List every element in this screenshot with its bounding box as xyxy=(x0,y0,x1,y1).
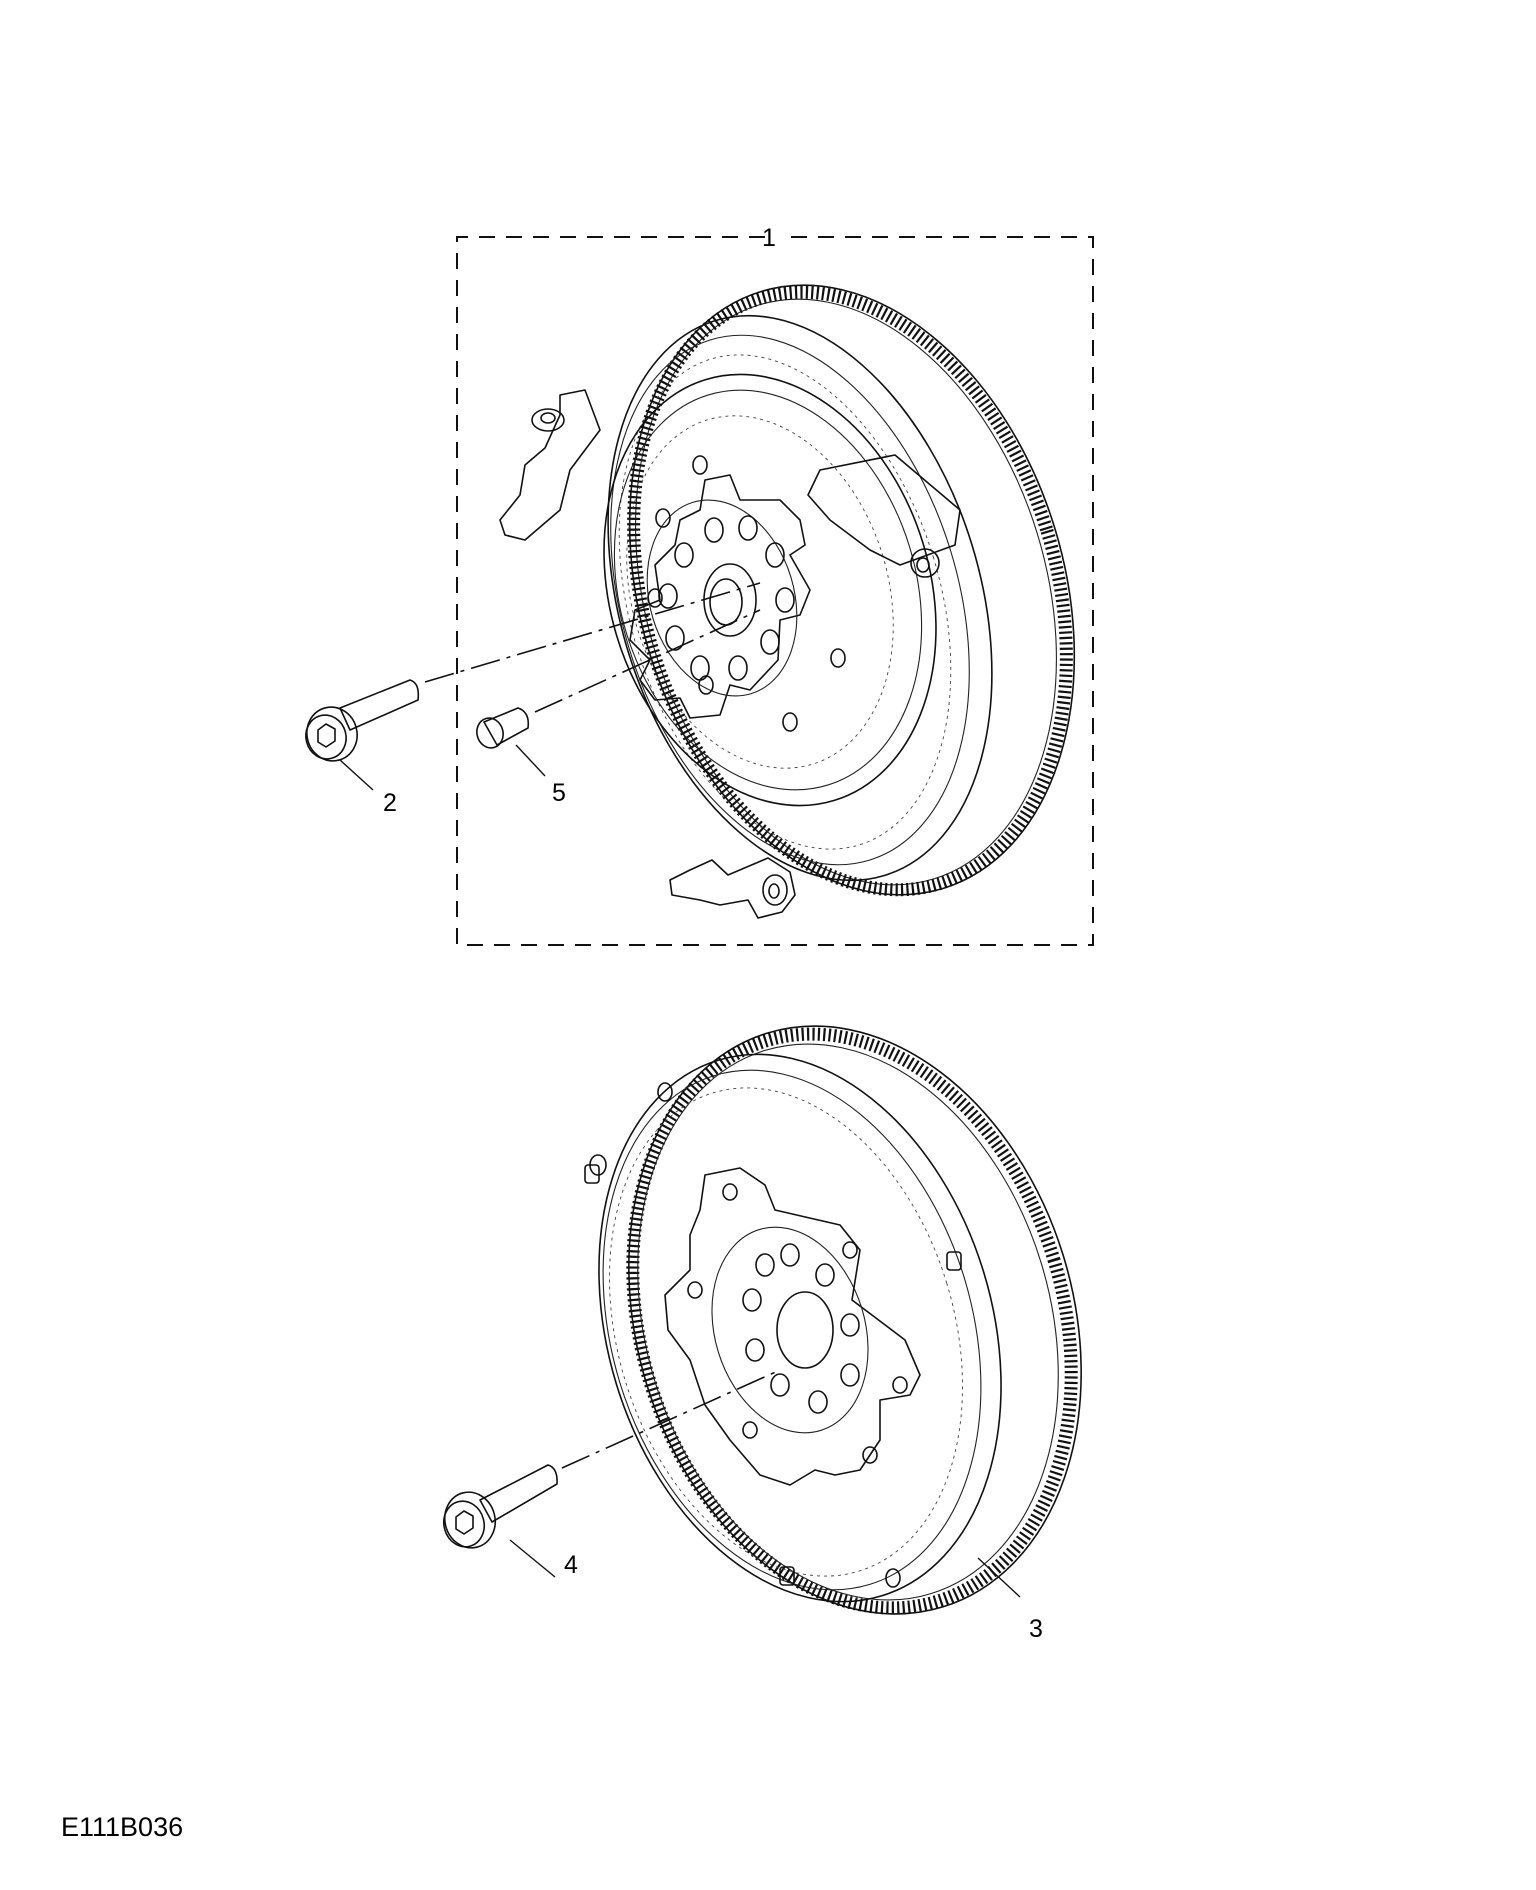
lower-bolt xyxy=(442,1464,558,1549)
figure-code: E111B036 xyxy=(61,1812,183,1842)
callout-5: 5 xyxy=(552,779,566,807)
upper-bolt-centerline xyxy=(424,582,761,683)
lower-bolt-centerline xyxy=(561,1369,781,1469)
upper-locking-tool xyxy=(499,389,601,541)
pilot-bush xyxy=(476,707,530,749)
upper-mounting-holes xyxy=(647,455,846,732)
lower-dowel-pins xyxy=(584,1164,962,1586)
upper-center-bore xyxy=(703,563,757,637)
callout-2: 2 xyxy=(383,789,397,817)
lower-center-bore xyxy=(776,1291,834,1369)
callout-3-leader xyxy=(977,1557,1021,1598)
lower-outer-holes xyxy=(589,1082,908,1588)
lower-back-plate xyxy=(598,1053,1002,1603)
callout-1: 1 xyxy=(762,224,776,252)
kit-dashed-boundary xyxy=(456,236,1094,946)
callout-4: 4 xyxy=(564,1551,578,1579)
lower-gear-teeth xyxy=(626,1027,1078,1615)
upper-secondary-disc xyxy=(603,373,937,807)
lower-hub-plate xyxy=(664,1167,921,1486)
lower-ring-gear-outer xyxy=(628,1025,1082,1615)
callout-5-leader xyxy=(515,744,546,777)
upper-hub-bolt-holes xyxy=(658,515,795,681)
callout-4-leader xyxy=(509,1539,556,1578)
upper-back-plate xyxy=(607,314,993,882)
upper-flywheel-assembly xyxy=(499,284,1076,919)
upper-hub-star xyxy=(629,474,811,719)
upper-bolt xyxy=(305,679,420,762)
bush-centerline xyxy=(534,609,761,713)
lower-flywheel xyxy=(584,1025,1082,1615)
callout-2-leader xyxy=(339,759,374,791)
lower-hub-bolt-holes xyxy=(742,1243,860,1414)
upper-gear-teeth xyxy=(627,285,1073,897)
callout-3: 3 xyxy=(1029,1615,1043,1643)
